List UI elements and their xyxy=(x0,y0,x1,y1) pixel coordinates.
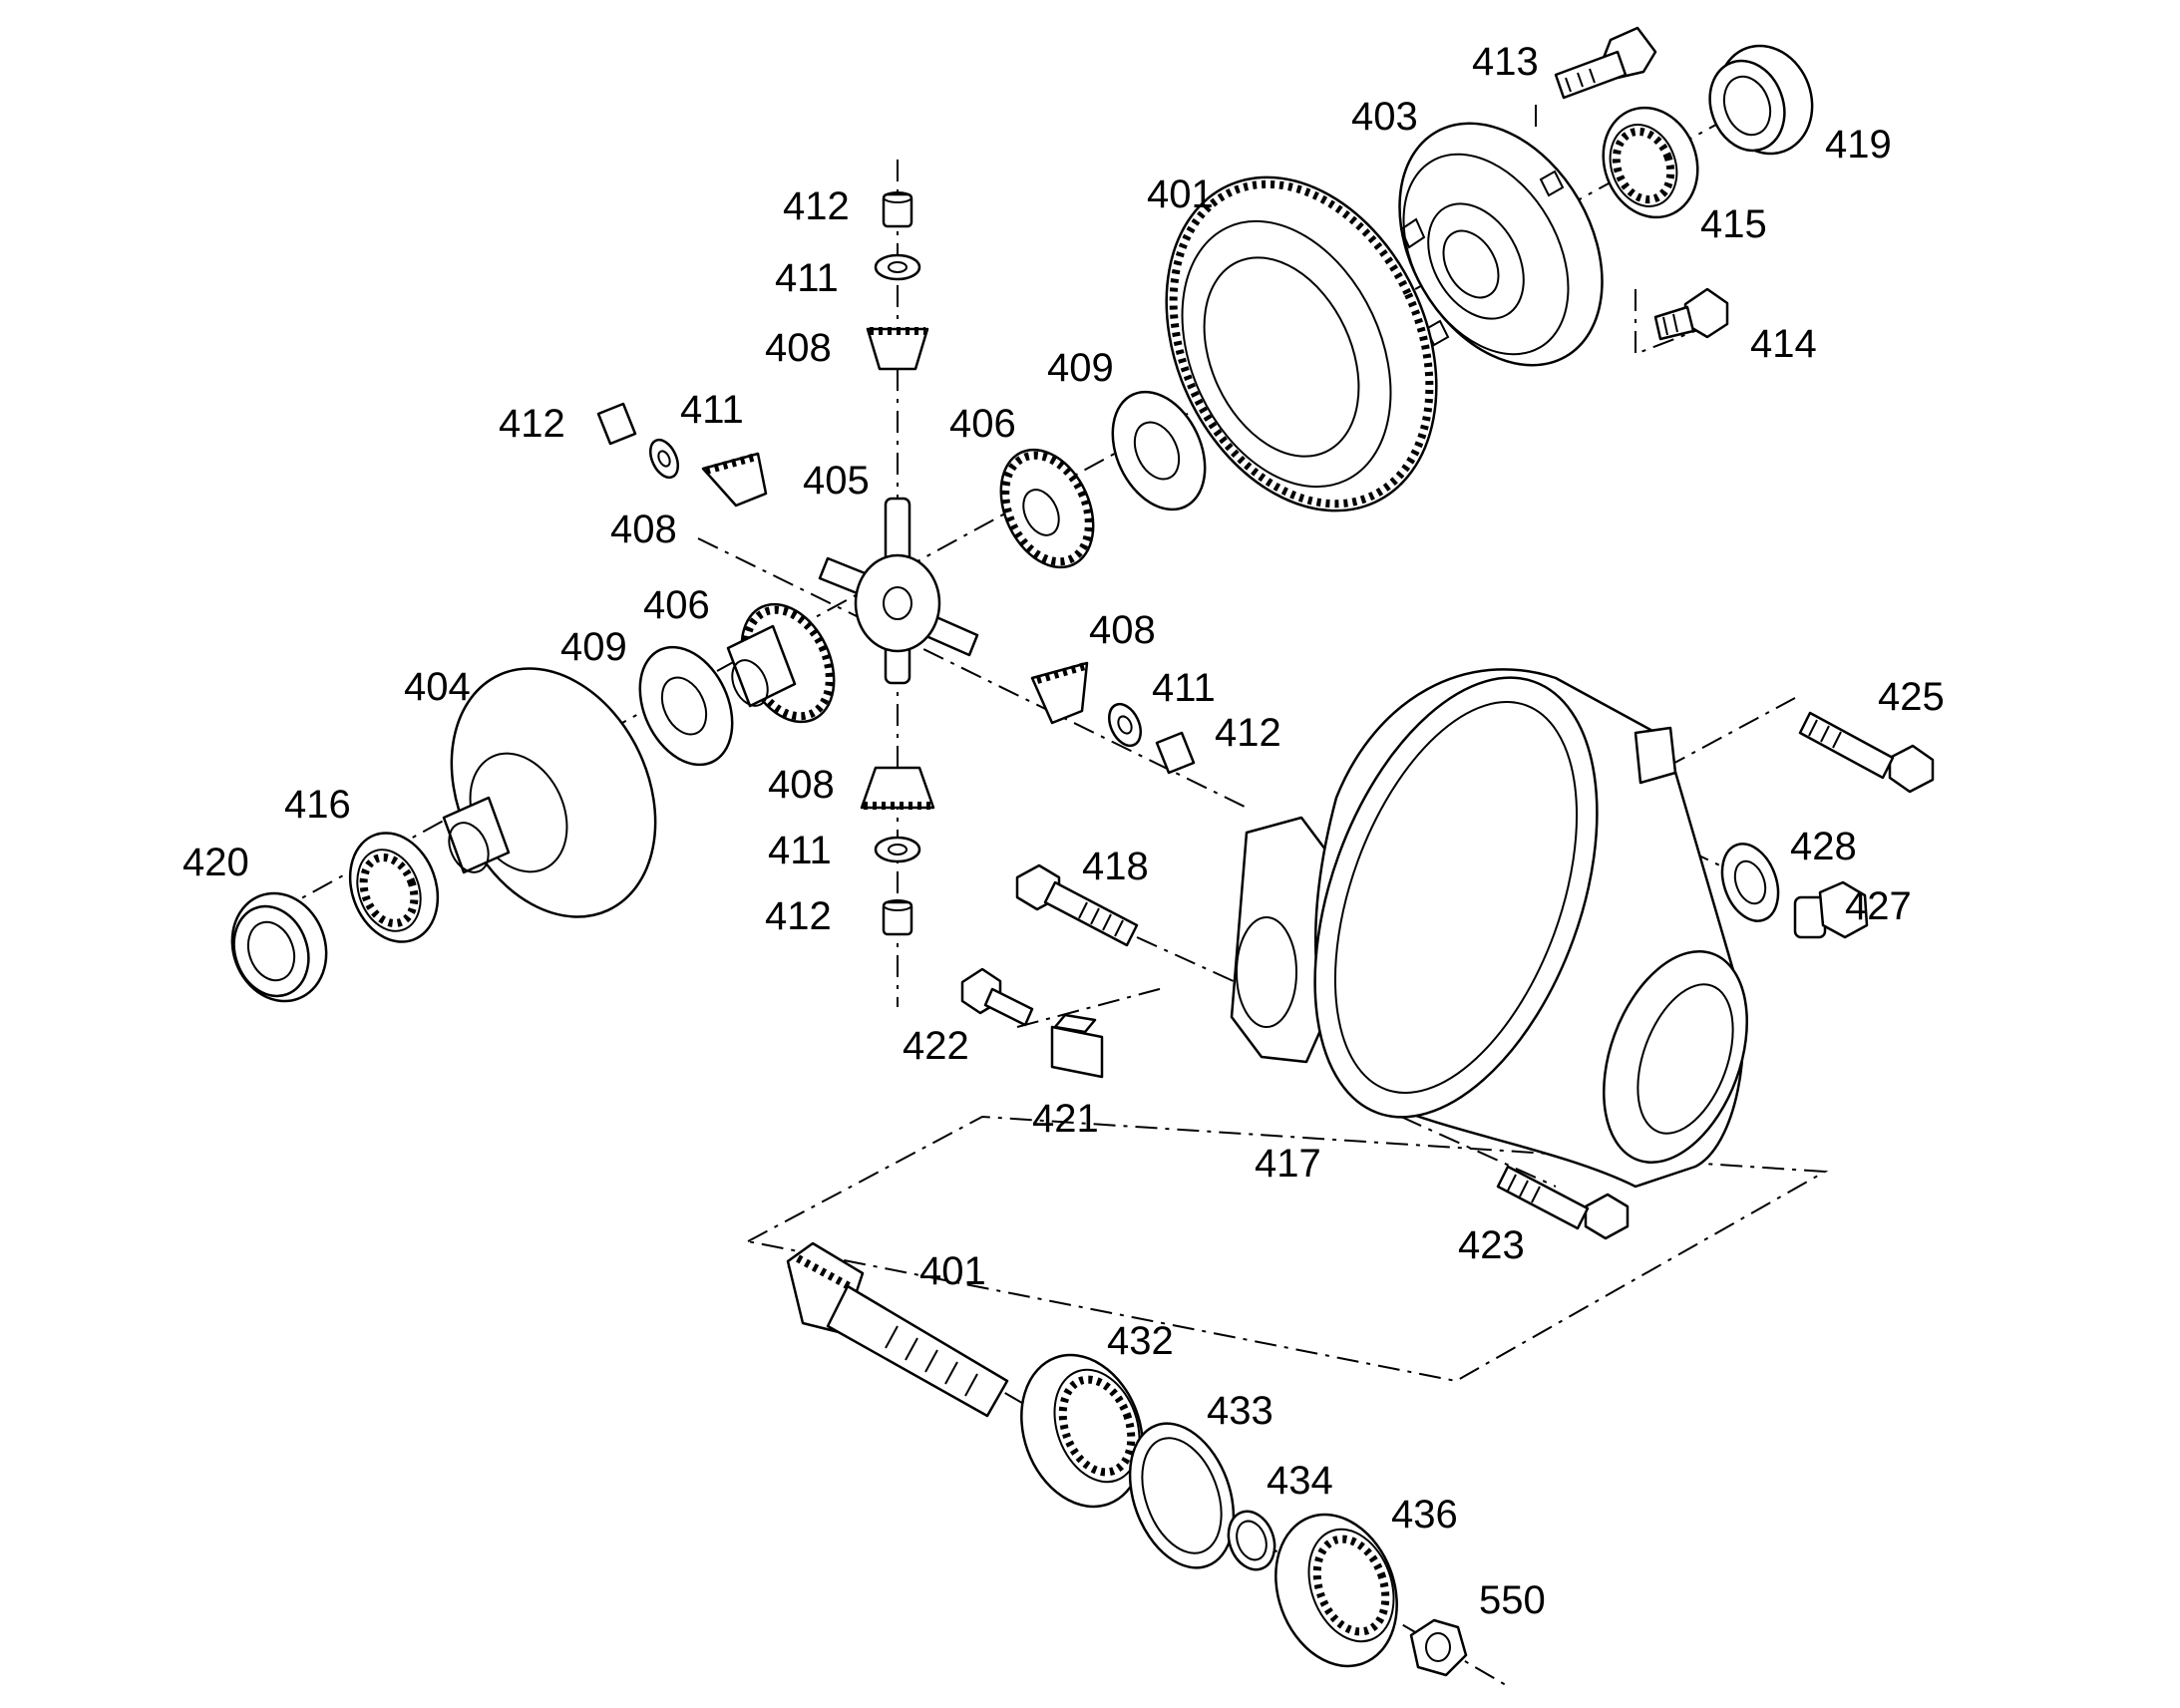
part-425-bolt xyxy=(1798,711,1935,794)
part-428-seal-washer xyxy=(1720,843,1780,922)
part-408-pinion-bottom xyxy=(860,766,935,810)
part-406-side-gear-upper xyxy=(999,448,1095,569)
part-408-pinion-left xyxy=(701,452,768,508)
callout-401-pinion: 401 xyxy=(919,1249,986,1293)
part-436-bearing xyxy=(1274,1513,1398,1668)
part-418-bolt xyxy=(1015,863,1139,947)
part-408-pinion-right xyxy=(1030,661,1089,725)
callout-411-right: 411 xyxy=(1152,666,1216,710)
bolt-423-axis xyxy=(1400,1116,1557,1188)
bolt-414-leader xyxy=(1635,289,1701,356)
part-417-axle-housing xyxy=(1230,668,1748,1189)
pinion-assembly-frame xyxy=(745,1115,1829,1383)
callout-413: 413 xyxy=(1472,40,1539,84)
part-412-bushing-top xyxy=(882,191,913,228)
callout-408-left: 408 xyxy=(610,508,677,551)
part-415-tapered-bearing xyxy=(1602,106,1699,219)
part-404-differential-case xyxy=(442,667,657,918)
callout-405: 405 xyxy=(803,459,870,503)
part-421-bracket xyxy=(1050,1013,1104,1079)
callout-409-upper: 409 xyxy=(1047,346,1114,390)
part-401-ring-gear xyxy=(1165,175,1438,512)
callout-401-ring-gear: 401 xyxy=(1147,172,1214,216)
callout-406-upper: 406 xyxy=(949,402,1016,446)
callout-409-lower: 409 xyxy=(560,625,627,669)
callout-411-bottom: 411 xyxy=(768,829,832,872)
callout-423: 423 xyxy=(1458,1223,1525,1267)
callout-406-lower: 406 xyxy=(643,583,710,627)
callout-411-left: 411 xyxy=(680,388,744,432)
callout-labels: 413 403 419 401 415 414 412 411 408 409 … xyxy=(182,40,1945,1622)
callout-416: 416 xyxy=(284,783,351,827)
callout-419: 419 xyxy=(1825,123,1892,167)
callout-434: 434 xyxy=(1267,1459,1333,1503)
part-416-bearing xyxy=(348,832,440,943)
callout-428: 428 xyxy=(1790,825,1857,868)
part-423-bolt xyxy=(1496,1165,1630,1240)
callout-418: 418 xyxy=(1082,845,1149,888)
callout-412-top: 412 xyxy=(783,184,850,228)
part-409-thrust-washer-upper xyxy=(1111,390,1207,512)
callout-417: 417 xyxy=(1255,1142,1321,1186)
callout-425: 425 xyxy=(1878,675,1945,719)
bolt-425-leader xyxy=(1664,697,1796,769)
callout-408-top: 408 xyxy=(765,326,832,370)
part-412-bushing-bottom xyxy=(882,899,913,936)
part-434-spacer xyxy=(1227,1510,1276,1571)
callout-408-right: 408 xyxy=(1089,608,1156,652)
part-406-side-gear-lower xyxy=(726,602,836,724)
part-419-bearing-race xyxy=(1708,44,1814,156)
part-412-bushing-right xyxy=(1155,731,1196,775)
part-411-washer-bottom xyxy=(874,836,921,863)
callout-420: 420 xyxy=(182,841,249,884)
callout-550: 550 xyxy=(1479,1578,1546,1622)
callout-433: 433 xyxy=(1207,1389,1273,1433)
callout-411-top: 411 xyxy=(775,256,839,300)
part-412-bushing-left xyxy=(596,402,637,446)
callout-414: 414 xyxy=(1750,322,1817,366)
callout-404: 404 xyxy=(404,665,471,709)
callout-408-bottom: 408 xyxy=(768,763,835,807)
callout-436: 436 xyxy=(1391,1493,1458,1537)
part-427-drain-plug xyxy=(1793,880,1869,939)
part-403-differential-case-flange xyxy=(1398,122,1604,367)
part-433-shim xyxy=(1128,1422,1236,1569)
cross-pin-axis xyxy=(697,537,1248,809)
part-411-washer-right xyxy=(1108,702,1142,748)
part-414-bolt xyxy=(1653,287,1729,341)
part-413-bolt xyxy=(1554,26,1657,100)
part-411-washer-top xyxy=(874,253,921,281)
part-401-drive-pinion xyxy=(786,1241,1009,1418)
part-420-bearing-race xyxy=(230,891,328,1003)
callout-421: 421 xyxy=(1032,1097,1099,1141)
part-550-nut xyxy=(1409,1618,1468,1677)
callout-412-right: 412 xyxy=(1215,711,1281,755)
part-405-differential-spider xyxy=(818,497,979,685)
callout-432: 432 xyxy=(1107,1319,1174,1363)
callout-422: 422 xyxy=(903,1024,969,1068)
part-408-pinion-top xyxy=(866,327,929,371)
part-411-washer-left xyxy=(648,438,680,480)
bracket-421-axis xyxy=(1016,986,1168,1028)
callout-415: 415 xyxy=(1700,202,1767,246)
callout-403: 403 xyxy=(1351,95,1418,139)
callout-412-left: 412 xyxy=(499,402,565,446)
part-432-bearing xyxy=(1020,1353,1144,1509)
part-409-thrust-washer-lower xyxy=(638,645,734,767)
bolt-418-axis xyxy=(1136,936,1248,988)
part-422-bolt xyxy=(960,967,1034,1027)
callout-412-bottom: 412 xyxy=(765,894,832,938)
callout-427: 427 xyxy=(1845,884,1912,928)
